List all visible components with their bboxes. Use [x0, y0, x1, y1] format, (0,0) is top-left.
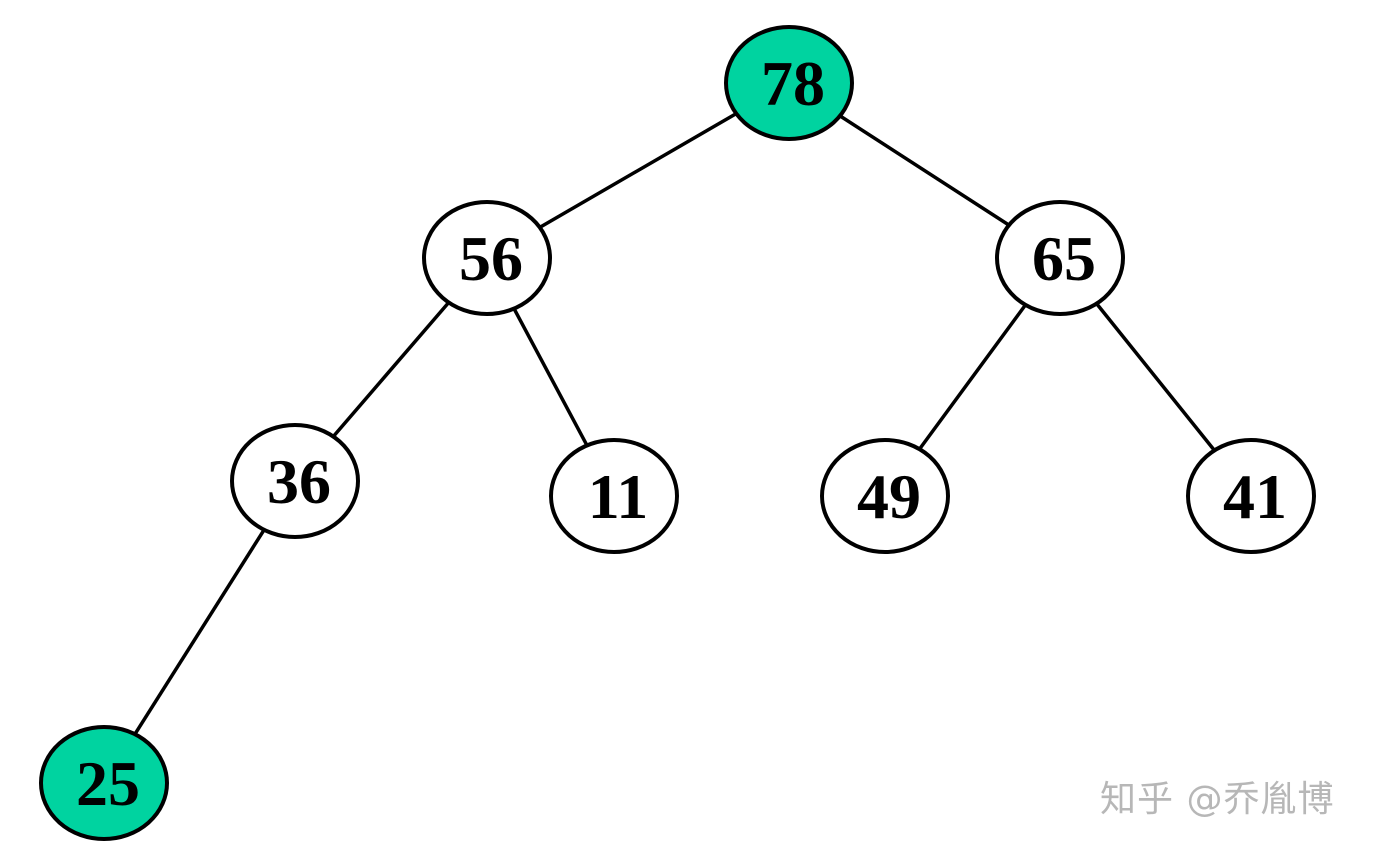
edge-65-41 — [1095, 302, 1216, 452]
node-label-25: 25 — [76, 748, 140, 819]
node-label-65: 65 — [1032, 223, 1096, 294]
edge-36-25 — [133, 528, 266, 736]
node-circle-49 — [820, 438, 950, 554]
tree-node-49: 49 — [820, 438, 950, 554]
watermark-text: 知乎 @乔胤博 — [1100, 779, 1335, 820]
edge-56-36 — [331, 301, 451, 438]
node-circle-56 — [422, 200, 552, 316]
node-circle-41 — [1186, 438, 1316, 554]
nodes-layer: 78 56 65 36 11 49 41 25 — [39, 25, 1316, 841]
node-circle-36 — [230, 423, 360, 539]
node-label-41: 41 — [1223, 461, 1287, 532]
node-circle-11 — [549, 438, 679, 554]
tree-node-65: 65 — [995, 200, 1125, 316]
tree-node-78: 78 — [724, 25, 854, 141]
tree-node-11: 11 — [549, 438, 679, 554]
edge-65-49 — [918, 303, 1027, 451]
node-label-78: 78 — [761, 48, 825, 119]
edges-layer — [133, 112, 1216, 736]
node-circle-65 — [995, 200, 1125, 316]
tree-node-36: 36 — [230, 423, 360, 539]
edge-78-56 — [538, 112, 738, 229]
node-circle-78 — [724, 25, 854, 141]
node-label-11: 11 — [588, 461, 648, 532]
node-circle-25 — [39, 725, 169, 841]
tree-node-56: 56 — [422, 200, 552, 316]
tree-node-41: 41 — [1186, 438, 1316, 554]
edge-78-65 — [839, 114, 1010, 227]
tree-node-25: 25 — [39, 725, 169, 841]
edge-56-11 — [512, 307, 589, 447]
node-label-36: 36 — [267, 446, 331, 517]
node-label-49: 49 — [857, 461, 921, 532]
node-label-56: 56 — [459, 223, 523, 294]
